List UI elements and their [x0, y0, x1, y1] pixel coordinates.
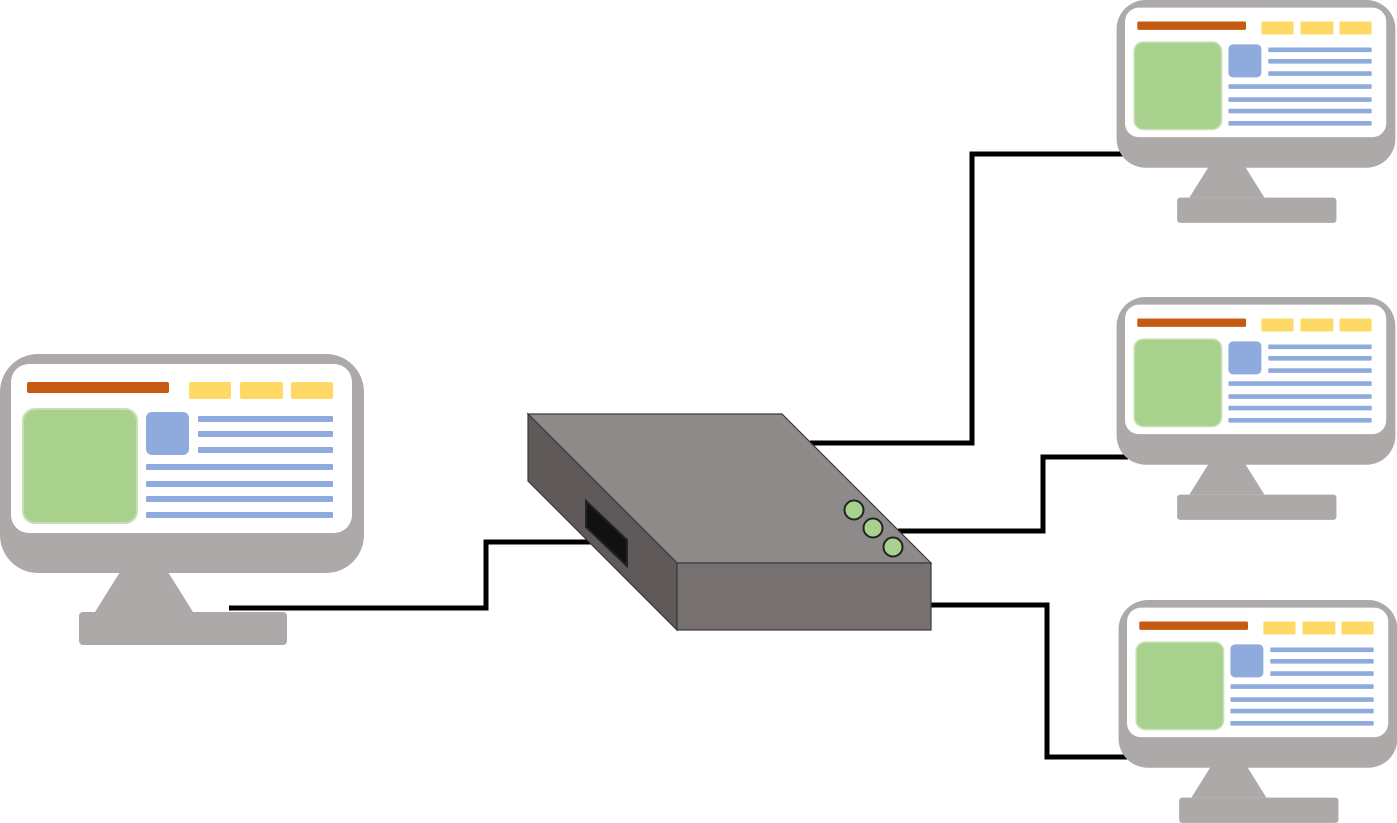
- cable-switch-to-top-computer: [810, 151, 1128, 446]
- network-switch: [526, 412, 933, 632]
- cable-switch-to-middle-computer: [898, 454, 1128, 534]
- switch-led-3: [882, 536, 904, 558]
- right-computer-bottom: [1117, 599, 1397, 823]
- cable-left-to-switch: [229, 539, 608, 611]
- switch-led-2: [862, 517, 884, 539]
- switch-front-face: [676, 562, 932, 631]
- switch-led-1: [843, 499, 865, 521]
- cable-switch-to-bottom-computer: [930, 602, 1130, 760]
- right-computer-top: [1115, 0, 1397, 224]
- switch-uplink-port: [585, 498, 628, 569]
- right-computer-middle: [1115, 296, 1397, 521]
- left-computer: [0, 353, 365, 646]
